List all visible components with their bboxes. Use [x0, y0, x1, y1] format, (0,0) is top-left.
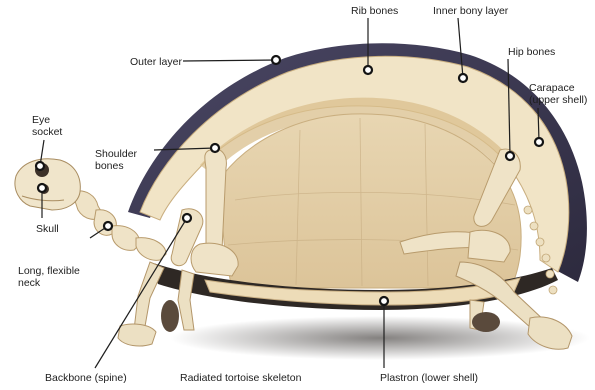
diagram-caption: Radiated tortoise skeleton: [180, 372, 301, 384]
label-carapace: Carapace (upper shell): [529, 82, 593, 106]
label-shoulder-bones: Shoulder bones: [95, 148, 151, 172]
label-neck: Long, flexible neck: [18, 265, 92, 289]
skull: [15, 159, 80, 210]
back-feet-dark: [472, 312, 500, 332]
front-feet-dark: [161, 300, 179, 332]
label-plastron: Plastron (lower shell): [380, 372, 478, 384]
label-backbone: Backbone (spine): [45, 372, 127, 384]
label-rib-bones: Rib bones: [351, 5, 398, 17]
label-skull: Skull: [36, 223, 59, 235]
label-outer-layer: Outer layer: [130, 56, 182, 68]
label-inner-bony-layer: Inner bony layer: [433, 5, 508, 17]
label-hip-bones: Hip bones: [508, 46, 555, 58]
label-eye-socket: Eye socket: [32, 114, 72, 138]
